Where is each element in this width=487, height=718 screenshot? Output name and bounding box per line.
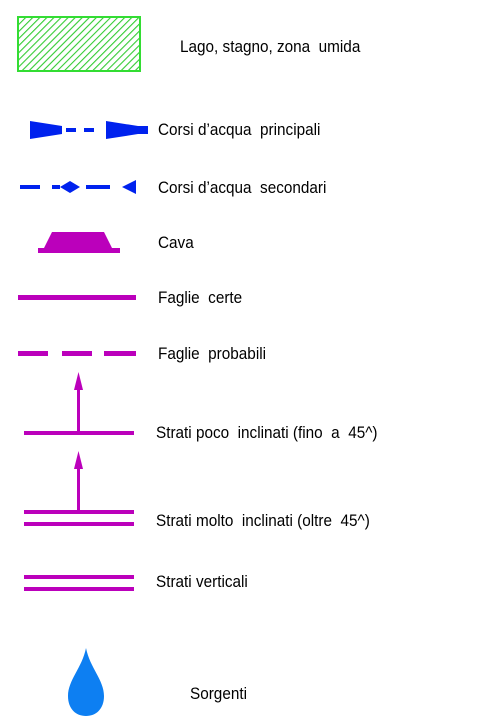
legend-label-faglie-probabili: Faglie probabili (158, 344, 267, 363)
blue-drop-icon (68, 648, 104, 716)
legend-label-cava: Cava (158, 233, 194, 252)
legend-label-lago: Lago, stagno, zona umida (180, 37, 361, 56)
line-with-arrow-icon (24, 372, 134, 435)
dashed-blue-line-with-arrows-icon (30, 121, 148, 139)
legend-label-corsi-principali: Corsi d’acqua principali (158, 120, 321, 139)
dashed-blue-line-with-diamond-icon (20, 180, 136, 194)
double-line-with-arrow-icon (24, 451, 134, 526)
legend-label-sorgenti: Sorgenti (190, 684, 247, 703)
legend-label-faglie-certe: Faglie certe (158, 288, 243, 307)
legend-label-strati-verticali: Strati verticali (156, 572, 248, 591)
double-line-icon (24, 575, 134, 591)
legend-label-strati-poco: Strati poco inclinati (fino a 45^) (156, 423, 378, 442)
legend-label-corsi-secondari: Corsi d’acqua secondari (158, 178, 327, 197)
legend-label-strati-molto: Strati molto inclinati (oltre 45^) (156, 511, 370, 530)
dashed-magenta-line-icon (18, 351, 136, 356)
hatched-green-rectangle-icon (17, 16, 141, 72)
quarry-trapezoid-icon (38, 232, 120, 253)
solid-magenta-line-icon (18, 295, 136, 300)
